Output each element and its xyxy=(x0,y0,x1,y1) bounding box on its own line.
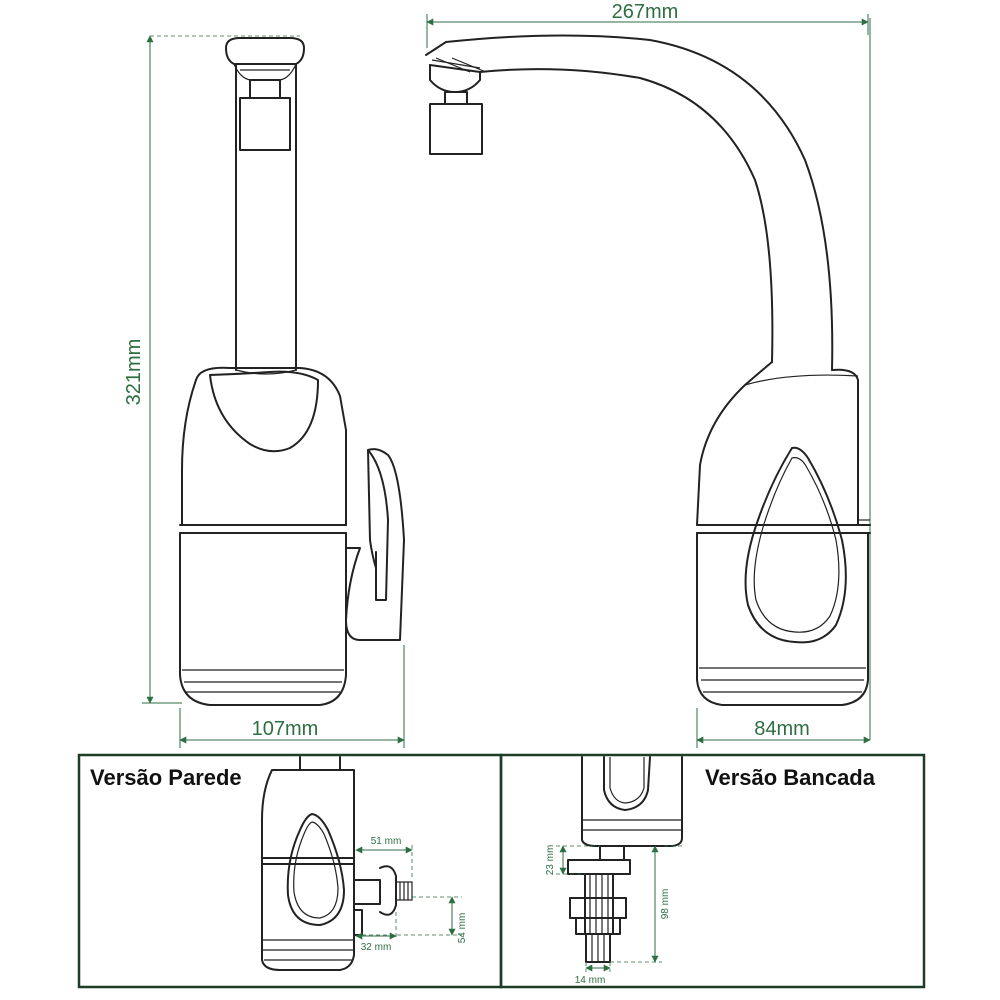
left-height-dimension: 321mm xyxy=(123,35,300,704)
dim-width-label: 267mm xyxy=(612,1,679,23)
wall-dim-c: 32 mm xyxy=(361,942,392,953)
bench-dim-a: 23 mm xyxy=(545,845,556,876)
bench-dim-c: 14 mm xyxy=(575,975,606,986)
left-depth-dimension: 107mm xyxy=(179,645,405,748)
dim-depth-right-label: 84mm xyxy=(754,718,810,740)
wall-version-title: Versão Parede xyxy=(90,765,242,790)
dim-depth-left-label: 107mm xyxy=(252,718,319,740)
bench-version-panel xyxy=(499,753,926,989)
wall-dim-a: 51 mm xyxy=(371,836,402,847)
right-depth-dimension: 84mm xyxy=(696,708,871,748)
bench-version-drawing: Versão Bancada 23 mm 98 mm 14 m xyxy=(545,756,876,986)
wall-version-drawing: Versão Parede 51 mm 54 mm 32 mm xyxy=(90,756,468,971)
side-view-faucet xyxy=(179,37,405,706)
bench-version-title: Versão Bancada xyxy=(705,765,876,790)
front-view-faucet xyxy=(425,34,871,706)
bench-dim-b: 98 mm xyxy=(660,889,671,920)
wall-dim-b: 54 mm xyxy=(457,913,468,944)
dim-height-label: 321mm xyxy=(123,339,145,406)
top-width-dimension: 267mm xyxy=(426,1,869,48)
